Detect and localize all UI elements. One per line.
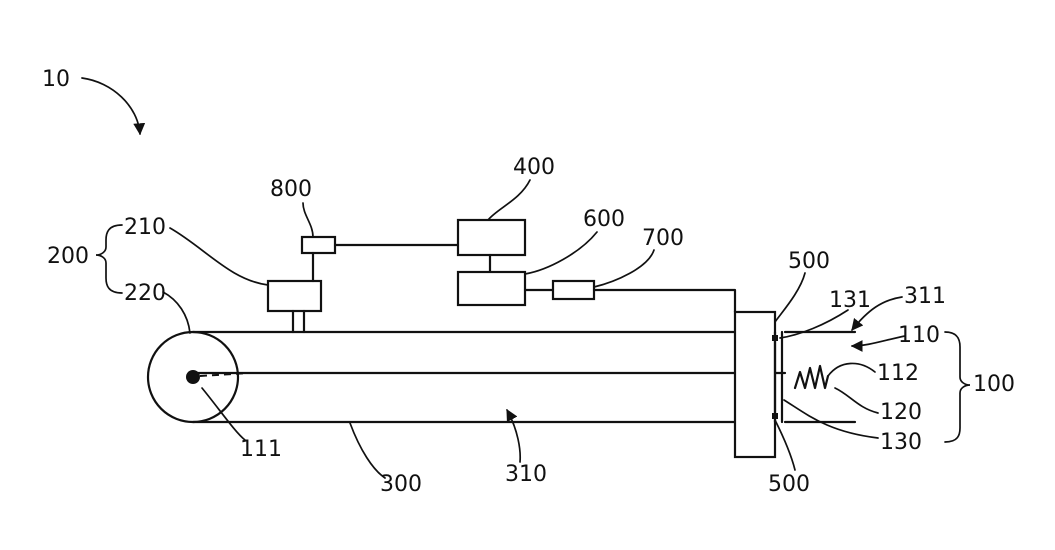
bracket-200 — [95, 224, 123, 294]
label-220: 220 — [124, 281, 166, 306]
label-112: 112 — [877, 361, 919, 386]
component-800 — [300, 235, 460, 283]
component-210 — [266, 279, 323, 334]
label-800: 800 — [270, 177, 312, 202]
label-120: 120 — [880, 400, 922, 425]
label-500-bottom: 500 — [768, 472, 810, 497]
ref-arrow-10 — [81, 77, 146, 136]
label-400: 400 — [513, 155, 555, 180]
label-100: 100 — [973, 372, 1015, 397]
label-110: 110 — [898, 323, 940, 348]
label-311: 311 — [904, 284, 946, 309]
label-310: 310 — [505, 462, 547, 487]
spring-112 — [793, 364, 830, 390]
reel-220 — [146, 330, 249, 424]
leader-lines — [162, 179, 906, 479]
component-400 — [456, 218, 527, 257]
reference-labels: 10 200 210 220 800 400 600 700 500 131 3… — [42, 67, 1015, 497]
label-700: 700 — [642, 226, 684, 251]
label-600: 600 — [583, 207, 625, 232]
component-600 — [456, 270, 527, 307]
end-housing — [733, 310, 784, 459]
label-210: 210 — [124, 215, 166, 240]
bracket-100 — [944, 331, 971, 443]
label-200: 200 — [47, 244, 89, 269]
label-500-top: 500 — [788, 249, 830, 274]
label-131: 131 — [829, 288, 871, 313]
label-10: 10 — [42, 67, 70, 92]
label-111: 111 — [240, 437, 282, 462]
label-130: 130 — [880, 430, 922, 455]
component-700 — [523, 279, 737, 314]
label-300: 300 — [380, 472, 422, 497]
